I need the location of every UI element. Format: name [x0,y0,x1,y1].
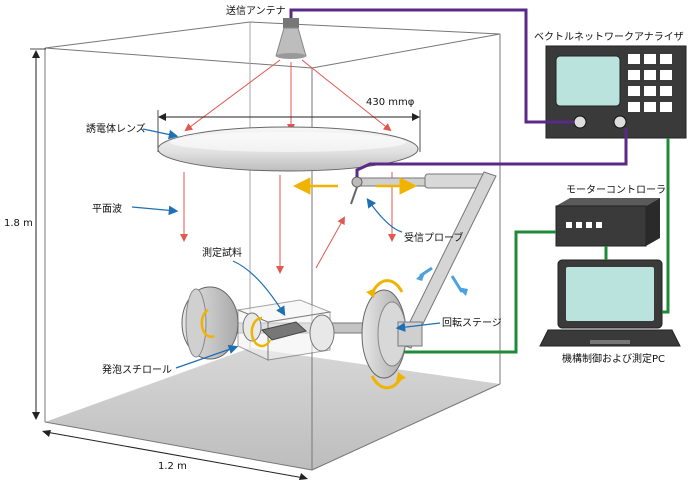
transmit-antenna-label: 送信アンテナ [226,4,286,17]
plane-wave-pointer [131,205,179,216]
dielectric-lens-label: 誘電体レンズ [86,122,146,135]
rf-cables [289,8,628,177]
sample [261,321,308,341]
sample-rotation-arrow [250,316,272,348]
receive-probe-pointer [366,198,403,233]
left-disk [181,286,239,360]
receive-probe-label: 受信プローブ [404,231,463,244]
foam-pointer [175,344,239,369]
width-label: 1.2 m [158,461,187,472]
width-dimension [42,430,308,480]
lens-pointer [142,128,179,140]
motor-controller-label: モーターコントローラ [566,184,666,196]
receive-probe [350,176,363,205]
sample-label: 測定試料 [202,246,242,259]
rotation-stage-label: 回転ステージ [442,317,502,329]
foam-label: 発泡スチロール [102,363,172,376]
pc-label: 機構制御および測定PC [562,352,665,365]
vna-buttons [628,54,672,112]
incident-beam [184,59,392,132]
vna-label: ベクトルネットワークアナライザ [534,31,684,43]
rotation-stage-pointer [395,322,441,332]
height-label: 1.8 m [4,218,33,229]
vna-port-1 [573,115,587,129]
control-cables [404,138,670,354]
inner-disk-right [309,314,335,352]
sample-pointer [232,260,286,317]
lens-diameter-label: 430 mmφ [366,97,415,108]
chamber-floor [45,348,500,470]
probe-arm [357,171,497,349]
motor-controller [555,198,660,247]
laptop-icon [539,259,681,347]
vna-instrument [545,45,687,139]
plane-wave-label: 平面波 [92,202,122,215]
vna-port-2 [613,115,627,129]
height-dimension [30,48,46,420]
lens-diameter-dimension [157,110,421,152]
transmit-antenna [275,18,307,59]
